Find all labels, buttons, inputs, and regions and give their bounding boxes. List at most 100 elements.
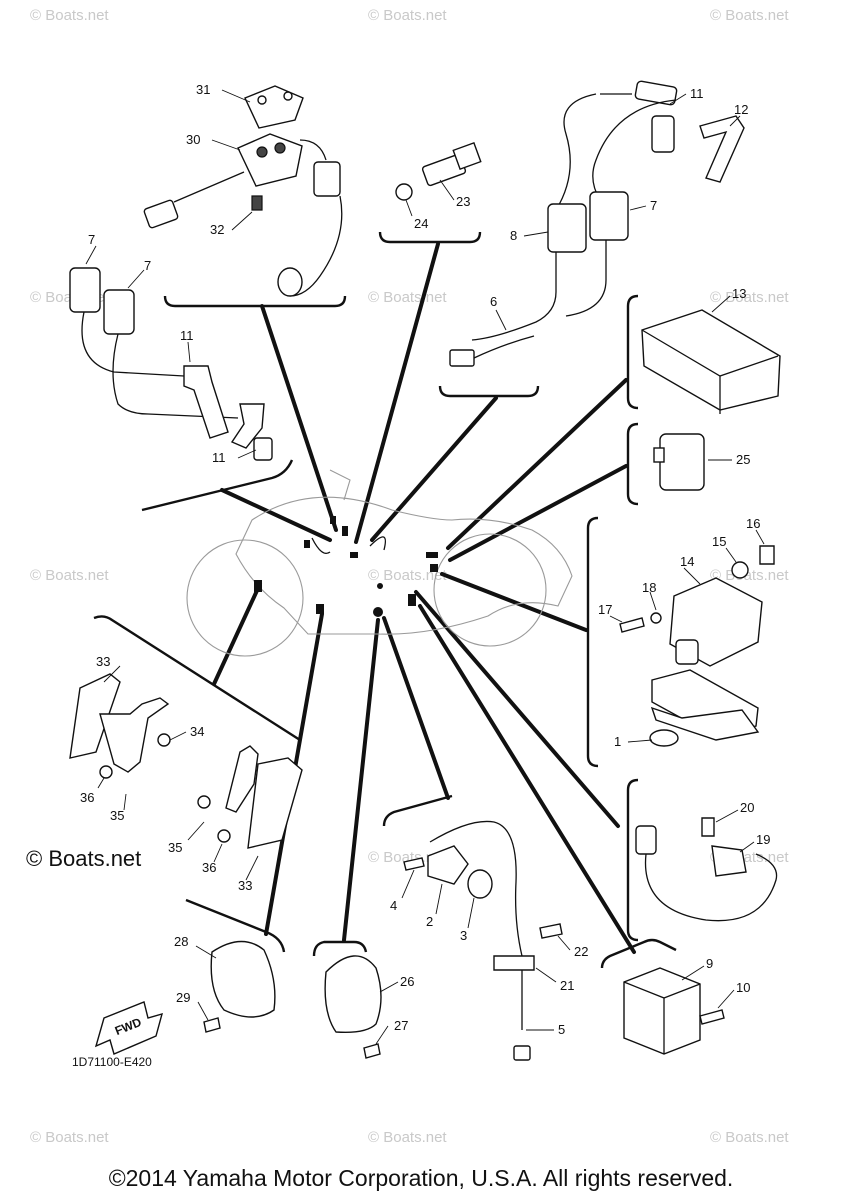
left-coil-group: 7 7 11 11 [69,232,332,542]
callout-36: 36 [202,860,216,875]
bolt-part [203,1017,221,1033]
callout-2: 2 [426,914,433,929]
callout-5: 5 [558,1022,565,1037]
sensor-group: 23 24 [354,141,482,544]
fwd-arrow: FWD [94,1001,164,1055]
callout-3: 3 [460,928,467,943]
ecu-part [641,309,781,411]
group-bracket [438,385,540,398]
callout-8: 8 [510,228,517,243]
switch-group: 4 2 3 22 21 5 [382,616,588,1061]
pointer-line [448,464,628,562]
rectifier-group: 9 10 [418,604,750,1055]
callout-4: 4 [390,898,397,913]
watermark-text: © Boats.net [30,567,109,584]
callout-18: 18 [642,580,656,595]
bolt-part [403,857,425,871]
callout-1: 1 [614,734,621,749]
callout-11: 11 [180,328,194,343]
callout-14: 14 [680,554,694,569]
callout-36: 36 [80,790,94,805]
callout-34: 34 [190,724,204,739]
pointer-line [382,616,450,800]
watermark-text: © Boats.net [30,1129,109,1146]
callout-19: 19 [756,832,770,847]
group-bracket [626,294,639,410]
callout-32: 32 [210,222,224,237]
callout-13: 13 [732,286,746,301]
watermark-text: © Boats.net [30,7,109,24]
pointer-line [414,590,620,828]
watermark-text: © Boats.net [710,567,789,584]
pointer-line [354,242,440,544]
watermark-bold: © Boats.net [26,846,141,871]
callout-25: 25 [736,452,750,467]
pointer-line [220,488,332,542]
bolt-part [619,617,645,633]
callout-6: 6 [490,294,497,309]
motorcycle-outline [186,469,573,657]
bolt-part [539,923,563,939]
connector-part [449,349,475,367]
bolt-part [759,545,775,565]
group-bracket [141,459,294,512]
switch-part [427,845,469,885]
sensor-plate-part [237,133,303,187]
watermark-text: © Boats.net [710,7,789,24]
relay-group: 25 [448,422,750,562]
horn-group: 26 27 28 29 [174,612,414,1059]
group-bracket [163,295,347,308]
watermark-text: © Boats.net [368,289,447,306]
o-ring-part [467,869,493,899]
callout-10: 10 [736,980,750,995]
callout-11: 11 [690,86,704,101]
bolt-part [363,1043,381,1059]
callout-7: 7 [88,232,95,247]
callout-15: 15 [712,534,726,549]
group-bracket [600,938,677,969]
coil-part [589,191,629,241]
callout-24: 24 [414,216,428,231]
pointer-line [260,304,338,532]
callout-27: 27 [394,1018,408,1033]
ignition-sensor-group: 31 30 32 [143,82,347,532]
watermark-text: © Boats.net [368,7,447,24]
group-bracket [626,422,639,506]
relay-part [659,433,705,491]
group-bracket [312,940,368,957]
rear-wheel-outline [433,533,547,647]
callout-7: 7 [650,198,657,213]
plug-cap-part [699,115,745,183]
rectifier-part [623,967,701,1055]
bolt-part [251,195,263,211]
nut-part [731,561,749,579]
bolt-part [701,817,715,837]
watermark-text: © Boats.net [710,289,789,306]
horn-part [210,940,276,1018]
plug-cap-part [183,365,229,439]
drawing-code: 1D71100-E420 [72,1055,152,1069]
coil-part [547,203,587,253]
callout-35: 35 [168,840,182,855]
group-bracket [382,794,453,827]
callout-30: 30 [186,132,200,147]
pointer-line [212,582,262,686]
callout-9: 9 [706,956,713,971]
group-bracket [93,615,301,742]
watermark-text: © Boats.net [368,567,447,584]
ignition-coil-group: 11 12 7 8 6 [370,80,748,542]
reflector-part [247,757,303,849]
starter-relay-group: 14 15 16 17 18 1 [440,516,775,768]
callout-33: 33 [238,878,252,893]
coil-part [69,267,101,313]
sensor-part [711,845,747,877]
callout-29: 29 [176,990,190,1005]
washer-part [650,612,662,624]
callout-31: 31 [196,82,210,97]
front-wheel-outline [186,539,304,657]
callout-12: 12 [734,102,748,117]
callout-35: 35 [110,808,124,823]
pointer-line [446,378,628,550]
callout-26: 26 [400,974,414,989]
